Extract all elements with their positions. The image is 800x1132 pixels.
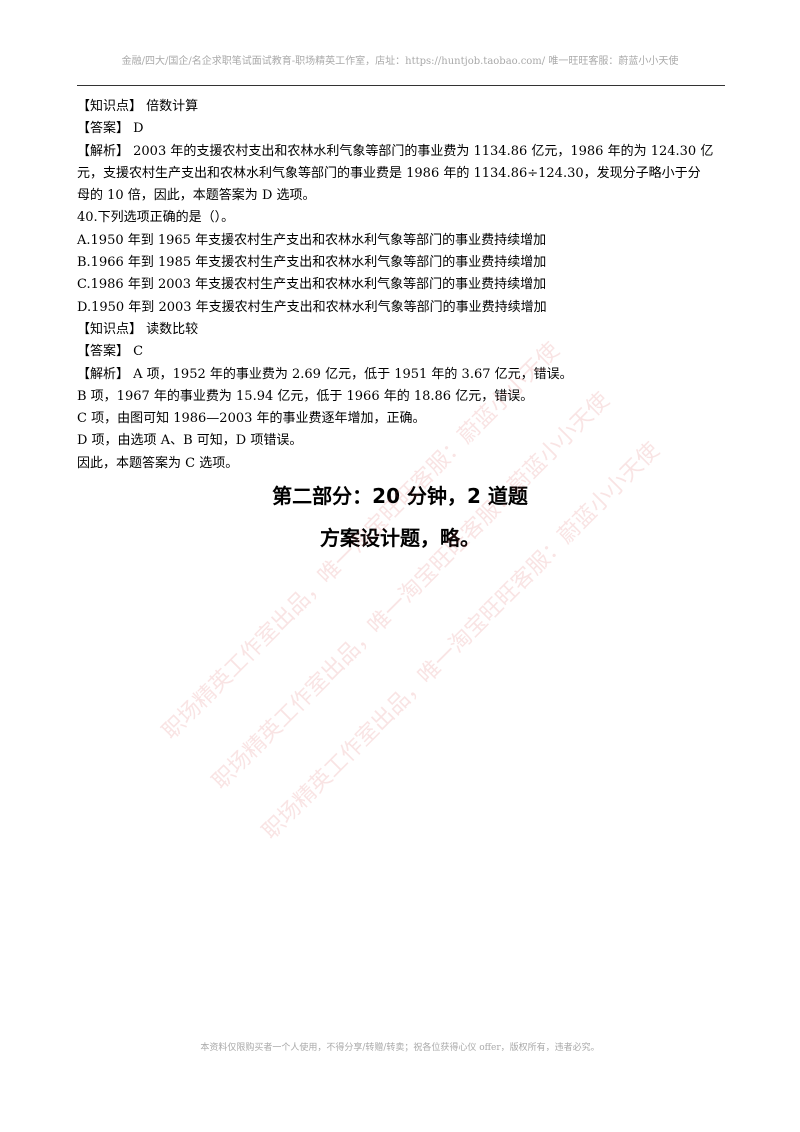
- q40-analysis-line-2: B 项，1967 年的事业费为 15.94 亿元，低于 1966 年的 18.8…: [77, 388, 534, 404]
- header-divider: [77, 85, 725, 86]
- q39-analysis-line-1: 【解析】 2003 年的支援农村支出和农林水利气象等部门的事业费为 1134.8…: [77, 143, 714, 159]
- part2-title: 第二部分：20 分钟，2 道题: [272, 484, 528, 508]
- q39-analysis-line-3: 母的 10 倍，因此，本题答案为 D 选项。: [77, 188, 316, 204]
- document-body: 【知识点】 倍数计算 【答案】 D 【解析】 2003 年的支援农村支出和农林水…: [77, 96, 725, 475]
- q40-option-b: B.1966 年到 1985 年支援农村生产支出和农林水利气象等部门的事业费持续…: [77, 255, 547, 271]
- page-footer: 本资料仅限购买者一个人使用，不得分享/转赠/转卖；祝各位获得心仪 offer，版…: [200, 1043, 600, 1053]
- q40-answer: 【答案】 C: [77, 344, 144, 360]
- q40-question: 40.下列选项正确的是（）。: [77, 210, 235, 226]
- q39-knowledge-point: 【知识点】 倍数计算: [77, 99, 199, 114]
- part2-subtitle: 方案设计题，略。: [320, 526, 480, 550]
- page-header: 金融/四大/国企/名企求职笔试面试教育-职场精英工作室，店址：https://h…: [121, 56, 679, 67]
- q40-analysis-line-5: 因此，本题答案为 C 选项。: [77, 455, 239, 471]
- q40-analysis-line-3: C 项，由图可知 1986—2003 年的事业费逐年增加，正确。: [77, 411, 426, 427]
- q39-answer: 【答案】 D: [77, 121, 144, 137]
- q40-option-a: A.1950 年到 1965 年支援农村生产支出和农林水利气象等部门的事业费持续…: [77, 232, 547, 248]
- q40-option-d: D.1950 年到 2003 年支援农村生产支出和农林水利气象等部门的事业费持续…: [77, 299, 547, 315]
- q40-knowledge-point: 【知识点】 读数比较: [77, 321, 199, 337]
- q40-analysis-line-1: 【解析】 A 项，1952 年的事业费为 2.69 亿元，低于 1951 年的 …: [77, 366, 573, 382]
- q39-analysis-line-2: 元，支援农村生产支出和农林水利气象等部门的事业费是 1986 年的 1134.8…: [77, 165, 701, 181]
- q40-analysis-line-4: D 项，由选项 A、B 可知，D 项错误。: [77, 433, 303, 449]
- q40-option-c: C.1986 年到 2003 年支援农村生产支出和农林水利气象等部门的事业费持续…: [77, 277, 547, 293]
